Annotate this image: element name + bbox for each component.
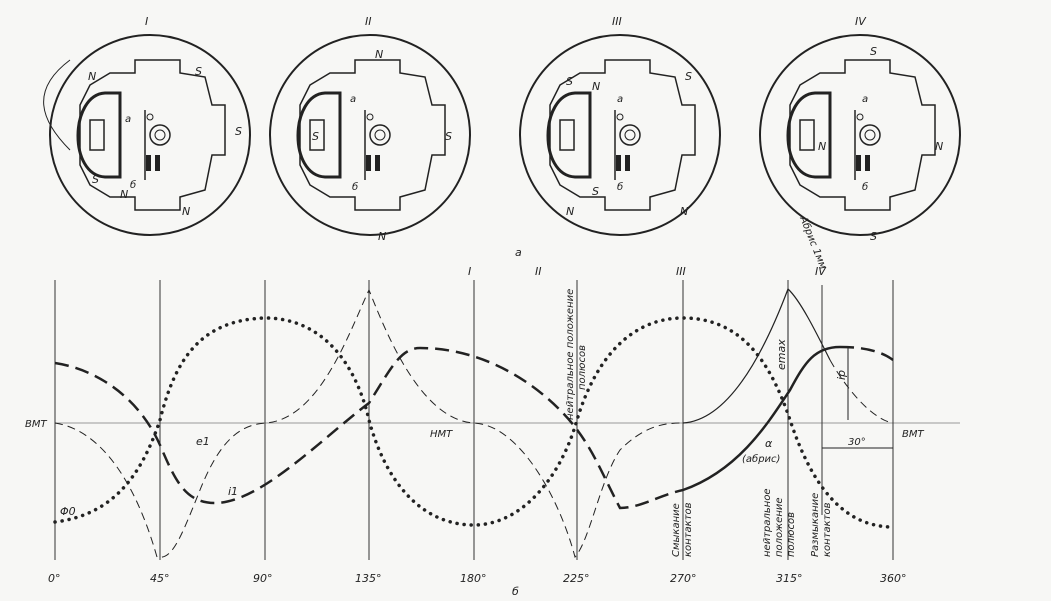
rotor-diagram-4: IV S N N S a б Абрис 1мм — [758, 15, 962, 271]
pole-label: S — [685, 70, 692, 83]
current-curve — [54, 346, 684, 510]
emf-label: e1 — [196, 435, 210, 448]
pole-label: N — [88, 70, 96, 83]
letter-b: б — [130, 179, 136, 191]
numeral: IV — [855, 15, 867, 28]
pole-label: S — [566, 75, 573, 88]
current-label: i1 — [228, 485, 238, 498]
ip-label: ip — [835, 370, 848, 380]
neutral-position-label: полюсов — [577, 345, 588, 390]
current-curve-solid — [682, 345, 841, 492]
rotor-diagram-3: III S N N S S N a б — [518, 15, 722, 237]
pole-label: S — [870, 45, 877, 58]
flux-curve — [53, 316, 895, 529]
caption-b: б — [512, 585, 519, 598]
angle-label: 225° — [563, 572, 590, 585]
angle-label: 315° — [776, 572, 803, 585]
emax-label: emax — [775, 339, 788, 370]
pole-label: N — [378, 230, 386, 243]
letter-a: a — [617, 94, 623, 105]
pole-label: N — [680, 205, 688, 218]
letter-b: б — [862, 181, 868, 193]
angle-label: 45° — [150, 572, 170, 585]
pole-label: S — [195, 65, 202, 78]
pole-label: N — [182, 205, 190, 218]
letter-a: a — [350, 94, 356, 105]
abris-label: (абрис) — [742, 453, 780, 465]
caption-a: а — [515, 246, 522, 259]
neutral-position-label: полюсов — [786, 512, 797, 557]
emf-curve — [54, 288, 684, 559]
alpha-label: α — [765, 437, 773, 450]
emf-curve-solid — [682, 287, 831, 424]
bmt-label: ВМТ — [25, 419, 47, 430]
emf-curve-tail — [829, 359, 894, 424]
position-numeral: IV — [815, 265, 827, 278]
timing-graph: 0° 45° 90° 135° 180° 225° 270° 315° 360°… — [25, 265, 960, 598]
numeral: III — [612, 15, 622, 28]
position-numeral: I — [468, 265, 471, 278]
letter-a: a — [125, 114, 131, 125]
pole-label: N — [935, 140, 943, 153]
pole-label: S — [235, 125, 242, 138]
letter-b: б — [352, 181, 358, 193]
pole-label: S — [312, 130, 319, 143]
numeral: I — [145, 15, 148, 28]
neutral-position-label: нейтральное положение — [565, 289, 576, 420]
position-numeral: II — [535, 265, 542, 278]
current-curve-tail — [839, 345, 894, 362]
angle-30-label: 30° — [848, 437, 866, 448]
numeral: II — [365, 15, 372, 28]
angle-label: 270° — [670, 572, 697, 585]
rotor-diagram-1: I N S N S S N a б — [43, 15, 252, 237]
angle-label: 360° — [880, 572, 907, 585]
contacts-open-label: Размыкание — [810, 493, 821, 557]
flux-label: Φ0 — [60, 505, 76, 518]
letter-b: б — [617, 181, 623, 193]
pole-label: S — [92, 173, 99, 186]
pole-label: S — [445, 130, 452, 143]
rotor-diagram-2: II N S S N a б — [268, 15, 472, 243]
angle-label: 90° — [253, 572, 273, 585]
pole-label: S — [870, 230, 877, 243]
contacts-close-label: контактов — [683, 502, 694, 557]
angle-label: 135° — [355, 572, 382, 585]
pole-label: S — [592, 185, 599, 198]
pole-label: N — [120, 188, 128, 201]
pole-label: N — [592, 80, 600, 93]
pole-label: N — [566, 205, 574, 218]
pole-label: N — [818, 140, 826, 153]
letter-a: a — [862, 94, 868, 105]
angle-label: 0° — [48, 572, 61, 585]
position-numeral: III — [676, 265, 686, 278]
contacts-close-label: Смыкание — [671, 503, 682, 557]
neutral-position-label: положение — [774, 497, 785, 557]
nmt-label: НМТ — [430, 429, 453, 440]
contacts-open-label: контактов — [822, 502, 833, 557]
neutral-position-label: нейтральное — [762, 488, 773, 557]
angle-label: 180° — [460, 572, 487, 585]
pole-label: N — [375, 48, 383, 61]
bmt-label: ВМТ — [902, 429, 924, 440]
